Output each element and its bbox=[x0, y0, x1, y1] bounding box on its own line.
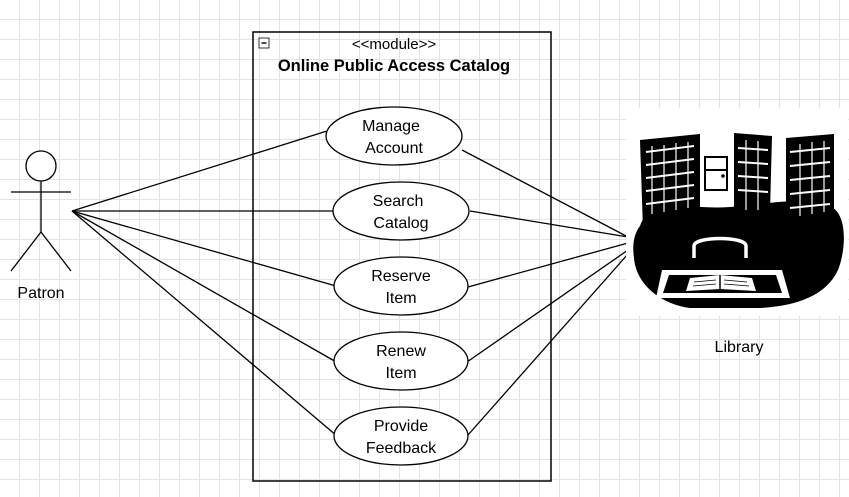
use-case-ellipse bbox=[325, 106, 463, 166]
association-library-provide-feedback bbox=[467, 253, 629, 436]
use-case-label: Account bbox=[365, 140, 423, 157]
use-case-reserve-item[interactable]: Reserve Item bbox=[333, 256, 469, 316]
use-case-search-catalog[interactable]: Search Catalog bbox=[332, 181, 470, 241]
association-patron-renew-item bbox=[71, 210, 339, 364]
use-case-label: Reserve bbox=[371, 268, 431, 285]
library-icon bbox=[626, 108, 848, 316]
use-case-label: Manage bbox=[362, 118, 420, 135]
association-library-renew-item bbox=[466, 249, 629, 363]
use-case-label: Renew bbox=[376, 343, 426, 360]
actor-label: Patron bbox=[17, 285, 64, 302]
module-stereotype: <<module>> bbox=[352, 36, 436, 53]
module-boundary: <<module>> Online Public Access Catalog bbox=[252, 31, 552, 482]
association-library-search-catalog bbox=[469, 210, 629, 238]
actor-label: Library bbox=[715, 339, 764, 356]
use-case-renew-item[interactable]: Renew Item bbox=[333, 331, 469, 391]
stick-figure-icon bbox=[10, 150, 72, 272]
use-case-manage-account[interactable]: Manage Account bbox=[325, 106, 463, 166]
association-patron-reserve-item bbox=[71, 210, 337, 287]
use-case-label: Feedback bbox=[366, 440, 437, 457]
use-case-ellipse bbox=[333, 256, 469, 316]
use-case-label: Item bbox=[385, 365, 416, 382]
association-patron-manage-account bbox=[71, 130, 328, 212]
associations bbox=[71, 130, 629, 437]
association-library-manage-account bbox=[461, 149, 629, 238]
actor-library[interactable]: Library bbox=[626, 108, 848, 356]
association-library-reserve-item bbox=[467, 242, 629, 288]
collapse-toggle[interactable] bbox=[258, 37, 270, 49]
association-patron-provide-feedback bbox=[71, 210, 338, 437]
use-case-label: Provide bbox=[374, 418, 428, 435]
actor-patron[interactable]: Patron bbox=[10, 150, 72, 302]
module-frame bbox=[252, 31, 552, 482]
module-title: Online Public Access Catalog bbox=[278, 57, 510, 75]
use-case-label: Catalog bbox=[373, 215, 428, 232]
use-case-ellipse bbox=[332, 181, 470, 241]
use-case-label: Item bbox=[385, 290, 416, 307]
use-case-provide-feedback[interactable]: Provide Feedback bbox=[333, 406, 469, 466]
use-case-ellipse bbox=[333, 406, 469, 466]
use-case-ellipse bbox=[333, 331, 469, 391]
use-case-label: Search bbox=[373, 193, 424, 210]
